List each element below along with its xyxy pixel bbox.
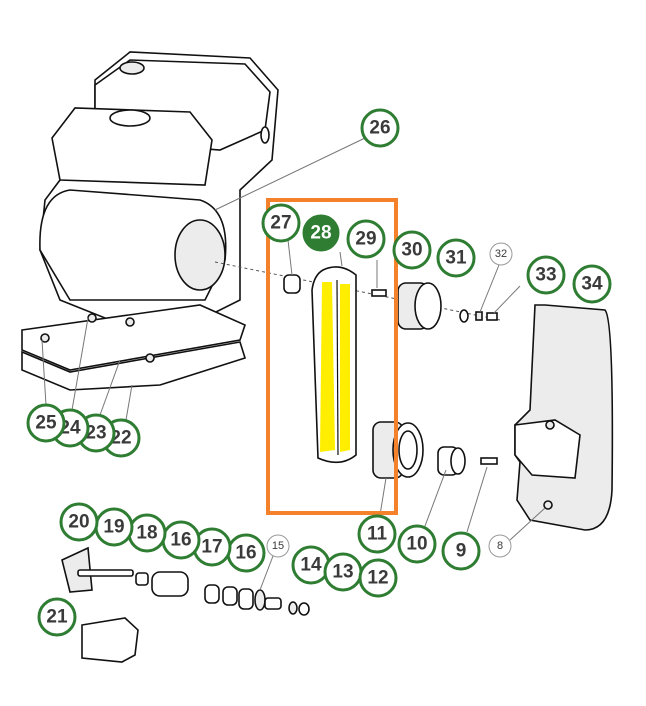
handle-part-20 — [61, 546, 134, 593]
svg-text:23: 23 — [85, 423, 106, 444]
callout-18[interactable]: 18 — [127, 513, 167, 553]
bushing-part-27 — [283, 274, 301, 294]
callout-28[interactable]: 28 — [302, 214, 340, 252]
pulley-part-30 — [397, 282, 442, 330]
sleeve-part-18 — [151, 571, 189, 597]
washer-part-13 — [288, 601, 298, 615]
svg-text:29: 29 — [355, 229, 376, 250]
callout-9[interactable]: 9 — [441, 531, 481, 571]
bearing-part-16b — [238, 588, 254, 610]
callout-16b[interactable]: 16 — [226, 533, 266, 573]
callout-31[interactable]: 31 — [436, 238, 476, 278]
svg-text:20: 20 — [68, 512, 89, 533]
bolt-part-33 — [486, 312, 498, 321]
base-plate-drawing — [21, 304, 247, 391]
svg-text:26: 26 — [369, 118, 390, 139]
engine-drawing — [39, 51, 279, 321]
svg-text:30: 30 — [401, 240, 422, 261]
nut-part-12 — [298, 602, 310, 616]
callout-13[interactable]: 13 — [323, 552, 363, 592]
bushing-part-10 — [437, 446, 466, 476]
timing-belt-part-28[interactable] — [311, 266, 357, 464]
callout-19[interactable]: 19 — [94, 507, 134, 547]
svg-text:11: 11 — [367, 524, 388, 545]
svg-text:17: 17 — [201, 537, 222, 558]
svg-text:9: 9 — [456, 541, 467, 562]
bearing-part-16a — [204, 584, 220, 604]
svg-text:22: 22 — [110, 428, 131, 449]
svg-text:13: 13 — [332, 562, 353, 583]
callout-16a[interactable]: 16 — [161, 520, 201, 560]
callout-32[interactable]: 32 — [489, 242, 513, 266]
bearing-part-17 — [222, 586, 238, 606]
callout-20[interactable]: 20 — [59, 502, 99, 542]
callout-11[interactable]: 11 — [357, 514, 397, 554]
svg-text:12: 12 — [367, 568, 388, 589]
callout-34[interactable]: 34 — [572, 264, 612, 304]
bushing-part-19 — [135, 572, 149, 586]
svg-text:10: 10 — [406, 534, 427, 555]
leader-lines — [41, 137, 546, 591]
svg-text:32: 32 — [495, 248, 507, 260]
svg-text:14: 14 — [300, 555, 322, 576]
key-part-29 — [371, 289, 387, 297]
ring-part-15 — [254, 589, 266, 611]
callout-10[interactable]: 10 — [397, 524, 437, 564]
svg-text:16: 16 — [170, 530, 191, 551]
svg-text:18: 18 — [136, 523, 157, 544]
highlight-box — [266, 198, 398, 515]
callout-25[interactable]: 25 — [26, 403, 66, 443]
callout-21[interactable]: 21 — [37, 597, 77, 637]
svg-text:21: 21 — [46, 607, 68, 628]
svg-text:19: 19 — [103, 517, 124, 538]
bracket-part-21 — [81, 617, 139, 663]
svg-text:27: 27 — [270, 213, 291, 234]
callout-33[interactable]: 33 — [526, 255, 566, 295]
svg-text:25: 25 — [35, 413, 57, 434]
callout-15[interactable]: 15 — [266, 534, 290, 558]
callout-12[interactable]: 12 — [358, 558, 398, 598]
lock-washer-part-32 — [475, 311, 483, 321]
belt-guard-part-34 — [514, 304, 614, 531]
svg-text:33: 33 — [535, 265, 556, 286]
spacer-part-14 — [264, 597, 282, 610]
svg-text:15: 15 — [272, 540, 284, 552]
callout-26[interactable]: 26 — [360, 108, 400, 148]
callout-14[interactable]: 14 — [291, 545, 331, 585]
svg-text:8: 8 — [497, 540, 503, 552]
washer-part-31 — [459, 309, 469, 323]
callout-27[interactable]: 27 — [261, 203, 301, 243]
svg-text:31: 31 — [445, 248, 467, 269]
callout-30[interactable]: 30 — [392, 230, 432, 270]
svg-text:16: 16 — [235, 543, 256, 564]
callout-29[interactable]: 29 — [346, 219, 386, 259]
callout-17[interactable]: 17 — [192, 527, 232, 567]
svg-text:28: 28 — [310, 223, 331, 244]
svg-text:34: 34 — [581, 274, 603, 295]
key-part-9 — [480, 457, 498, 465]
callout-8[interactable]: 8 — [488, 534, 512, 558]
